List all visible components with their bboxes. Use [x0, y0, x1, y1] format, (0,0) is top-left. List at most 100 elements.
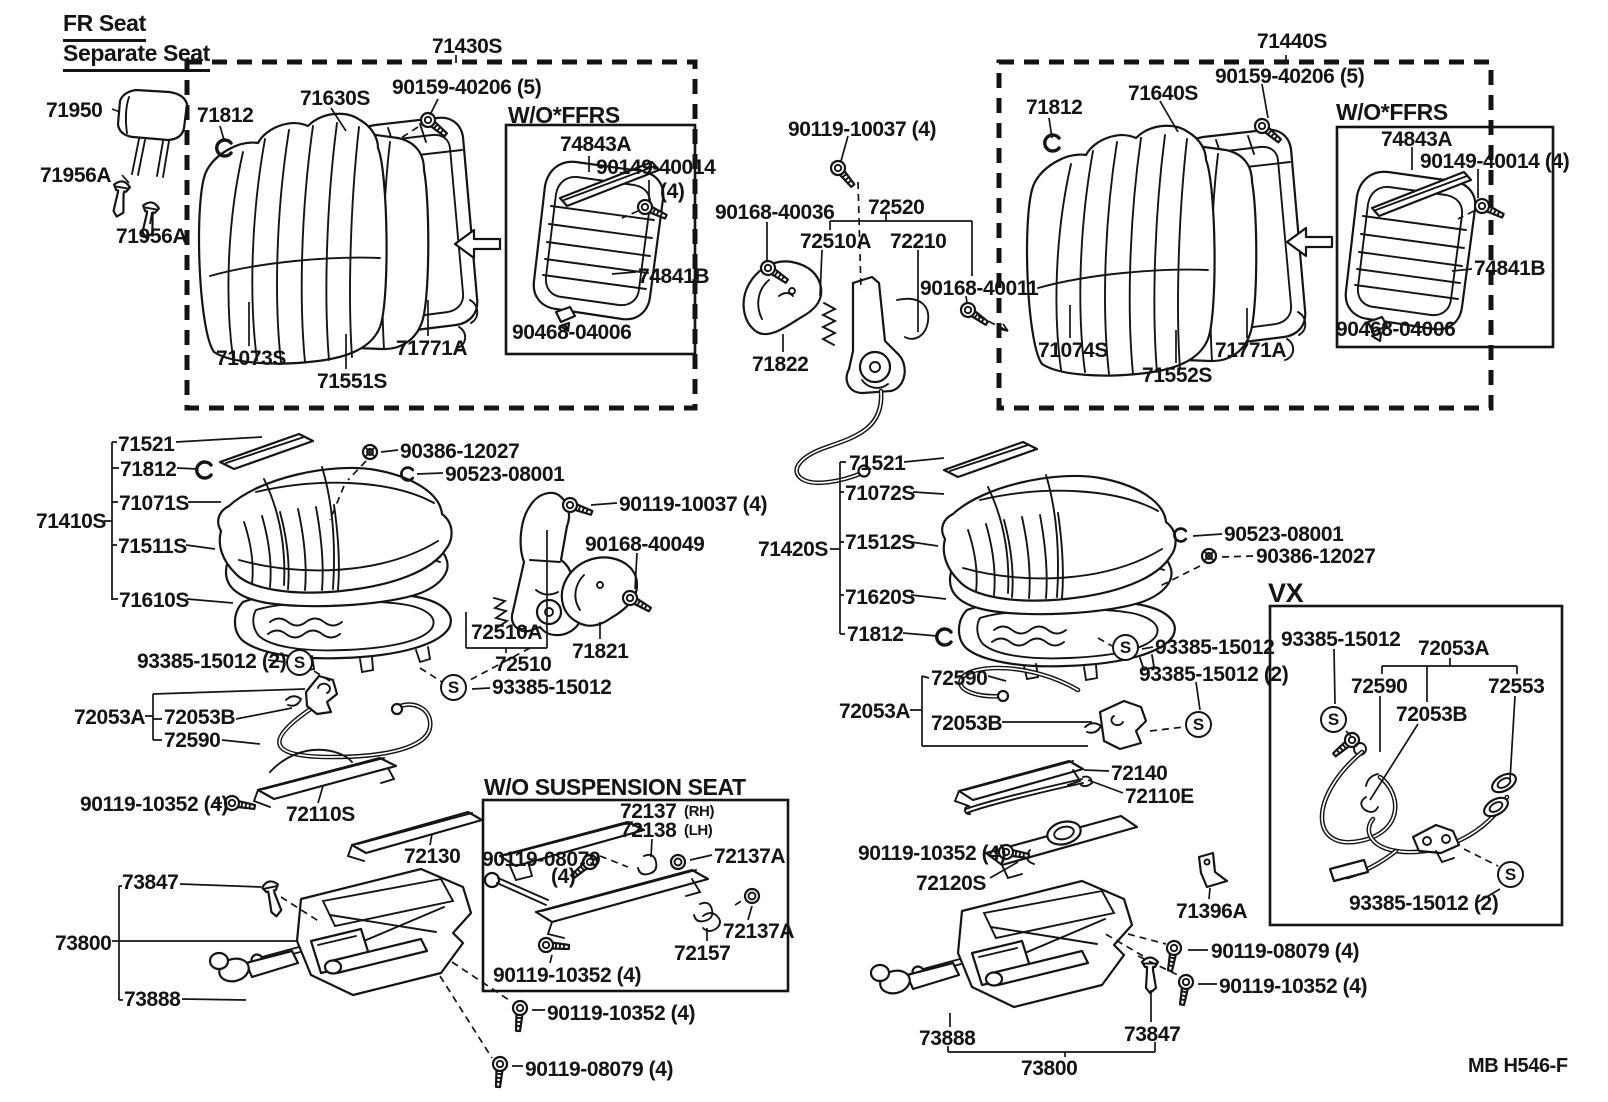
part-label-71812: 71812	[1026, 96, 1083, 119]
part-label-72053a: 72053A	[1418, 637, 1490, 660]
part-label-71512s: 71512S	[845, 531, 916, 554]
part-label-90168-40036: 90168-40036	[715, 201, 835, 224]
part-label-90119-10352-4: 90119-10352 (4)	[493, 964, 642, 987]
part-label-72110e: 72110E	[1125, 785, 1194, 808]
part-label-72137: 72137	[620, 800, 677, 823]
s-fastener-marker: S	[286, 649, 313, 676]
s-fastener-marker: S	[1112, 634, 1139, 661]
part-label-72130: 72130	[404, 845, 461, 868]
part-label-w-o-ffrs: W/O*FFRS	[1336, 99, 1448, 125]
part-label-93385-15012-2: 93385-15012 (2)	[137, 650, 287, 673]
part-label-72053b: 72053B	[1396, 703, 1468, 726]
vx-option-box	[1268, 604, 1564, 927]
part-label-71812: 71812	[120, 458, 177, 481]
part-label-93385-15012: 93385-15012	[1155, 636, 1275, 659]
part-label-72510a: 72510A	[800, 230, 872, 253]
part-label-73888: 73888	[124, 988, 181, 1011]
part-label-71950: 71950	[46, 99, 103, 122]
part-label-90119-10352-4: 90119-10352 (4)	[858, 842, 1007, 865]
part-label-90119-08079-4: 90119-08079 (4)	[525, 1058, 674, 1081]
part-label-71521: 71521	[849, 452, 906, 475]
part-label-72553: 72553	[1488, 675, 1545, 698]
right-wo-ffrs-box	[1335, 125, 1555, 349]
direction-arrow-icon	[453, 228, 502, 260]
part-label-90119-08079: 90119-08079	[482, 848, 601, 871]
part-label-90119-10352-4: 90119-10352 (4)	[547, 1002, 696, 1025]
part-label-90523-08001: 90523-08001	[1224, 523, 1344, 546]
part-label-90119-10037-4: 90119-10037 (4)	[788, 118, 937, 141]
left-cushion-drawing	[104, 432, 453, 674]
part-label-72053b: 72053B	[164, 706, 236, 729]
part-label-lh: (LH)	[684, 822, 713, 839]
right-rails-drawing	[953, 759, 1229, 900]
part-label-71420s: 71420S	[758, 538, 829, 561]
part-label-73800: 73800	[1021, 1057, 1078, 1080]
part-label-71956a: 71956A	[116, 225, 188, 248]
part-label-90168-40011: 90168-40011	[920, 277, 1039, 300]
part-label-90468-04006: 90468-04006	[512, 321, 632, 344]
upper-recliner-drawing	[742, 135, 1009, 486]
part-label-72590: 72590	[164, 729, 221, 752]
part-label-90149-40014-4: 90149-40014 (4)	[1420, 150, 1570, 173]
part-label-72053a: 72053A	[74, 706, 146, 729]
part-label-rh: (RH)	[684, 803, 715, 820]
part-label-90119-08079-4: 90119-08079 (4)	[1211, 940, 1360, 963]
part-label-72137a: 72137A	[723, 920, 795, 943]
s-fastener-marker: S	[1497, 861, 1524, 888]
wo-suspension-seat-box	[481, 798, 790, 993]
part-label-71521: 71521	[118, 433, 175, 456]
part-label-90149-40014: 90149-40014	[596, 156, 716, 179]
part-label-separate-seat: Separate Seat	[63, 42, 210, 72]
part-label-93385-15012: 93385-15012	[1281, 628, 1401, 651]
part-label-72157: 72157	[674, 942, 731, 965]
part-label-72590: 72590	[931, 667, 988, 690]
right-seatback-assembly-box	[996, 55, 1494, 411]
part-label-71396a: 71396A	[1176, 900, 1248, 923]
part-label-90468-04006: 90468-04006	[1336, 318, 1456, 341]
part-label-w-o-ffrs: W/O*FFRS	[508, 102, 620, 128]
part-label-71821: 71821	[572, 640, 629, 663]
right-adjuster-drawing	[869, 879, 1217, 1057]
part-label-72590: 72590	[1351, 675, 1408, 698]
part-label-71410s: 71410S	[36, 510, 107, 533]
part-label-90523-08001: 90523-08001	[445, 463, 565, 486]
part-label-74843a: 74843A	[560, 133, 632, 156]
part-label-71073s: 71073S	[216, 347, 287, 370]
part-label-71630s: 71630S	[300, 87, 371, 110]
part-label-71430s: 71430S	[432, 35, 503, 58]
part-label-71771a: 71771A	[1215, 339, 1287, 362]
part-label-93385-15012-2: 93385-15012 (2)	[1349, 892, 1499, 915]
part-label-71812: 71812	[197, 104, 254, 127]
part-label-72110s: 72110S	[286, 803, 355, 826]
part-label-71552s: 71552S	[1142, 364, 1213, 387]
part-label-71610s: 71610S	[119, 589, 190, 612]
part-label-90386-12027: 90386-12027	[1256, 545, 1376, 568]
part-label-74841b: 74841B	[1474, 257, 1546, 280]
part-label-71812: 71812	[847, 623, 904, 646]
s-fastener-marker: S	[1185, 711, 1212, 738]
part-label-71072s: 71072S	[845, 482, 916, 505]
part-label-72120s: 72120S	[916, 872, 987, 895]
part-label-71640s: 71640S	[1128, 82, 1199, 105]
part-label-w-o-suspension-seat: W/O SUSPENSION SEAT	[484, 774, 746, 800]
part-label-73847: 73847	[1124, 1023, 1181, 1046]
part-label-4: (4)	[551, 865, 576, 888]
part-label-71440s: 71440S	[1257, 30, 1328, 53]
s-fastener-marker: S	[1320, 706, 1347, 733]
part-label-71771a: 71771A	[396, 337, 468, 360]
part-label-71511s: 71511S	[118, 535, 187, 558]
part-label-72053a: 72053A	[839, 700, 911, 723]
part-label-90168-40049: 90168-40049	[585, 533, 705, 556]
mid-recliner-drawing	[465, 491, 655, 690]
part-label-vx: VX	[1268, 578, 1304, 608]
part-label-4: (4)	[660, 180, 685, 203]
part-label-73847: 73847	[122, 871, 179, 894]
part-label-90119-10037-4: 90119-10037 (4)	[619, 493, 768, 516]
part-label-72053b: 72053B	[931, 712, 1003, 735]
part-label-72140: 72140	[1111, 762, 1168, 785]
part-label-72510a: 72510A	[471, 621, 543, 644]
left-seatback-drawing	[197, 98, 502, 369]
part-label-93385-15012-2: 93385-15012 (2)	[1139, 663, 1289, 686]
part-label-93385-15012: 93385-15012	[492, 676, 612, 699]
